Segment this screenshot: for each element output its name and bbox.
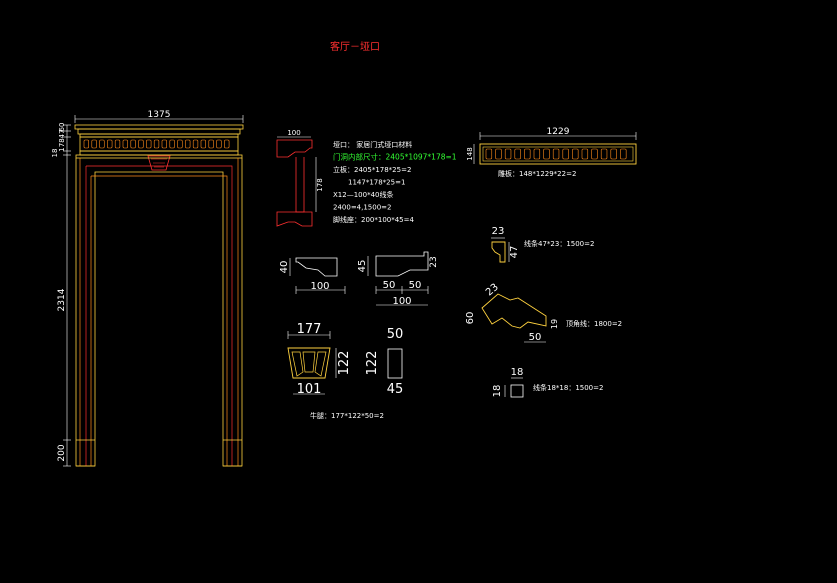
dentil bbox=[591, 148, 598, 160]
dentil bbox=[169, 139, 175, 149]
dentil bbox=[552, 148, 560, 160]
crown-d-label: 19 bbox=[550, 319, 559, 329]
dentil bbox=[581, 148, 589, 160]
door-top-60-label: 60 bbox=[58, 123, 66, 132]
bracket-top-label: 177 bbox=[297, 322, 322, 337]
profile45-d1-label: 50 bbox=[383, 280, 396, 291]
molding47-note: 线条47*23：1500=2 bbox=[524, 239, 594, 248]
door-elevation: 1375 60 47 178 18 2314 200 bbox=[51, 110, 244, 467]
crown-note: 顶角线：1800=2 bbox=[566, 319, 622, 328]
note-line: 垭口： 家居门式垭口材料 bbox=[333, 140, 412, 149]
door-top-18-label: 18 bbox=[51, 149, 59, 158]
bracket-note: 牛腿：177*122*50=2 bbox=[310, 411, 384, 420]
molding47-w-label: 23 bbox=[492, 226, 505, 237]
dentil bbox=[114, 139, 121, 149]
dentil bbox=[485, 148, 493, 160]
dentil bbox=[83, 139, 89, 149]
molding47-h-label: 47 bbox=[509, 246, 520, 259]
bracket-side-bottom-label: 45 bbox=[387, 382, 404, 397]
note-line: 门洞内部尺寸：2405*1097*178=1 bbox=[333, 152, 457, 162]
frieze-note: 雕板：148*1229*22=2 bbox=[498, 169, 576, 178]
crown-b-label: 60 bbox=[465, 312, 476, 325]
dentil bbox=[122, 139, 128, 149]
square-w-label: 18 bbox=[511, 367, 524, 378]
dentil bbox=[130, 139, 136, 149]
dentil bbox=[514, 148, 521, 160]
bracket-detail: 177 101 122 50 122 45 牛腿：177*122*50=2 bbox=[287, 322, 404, 420]
frieze-width-label: 1229 bbox=[547, 127, 570, 137]
crown-a-label: 23 bbox=[484, 282, 501, 299]
dentil bbox=[504, 148, 512, 160]
bracket-side-h-label: 122 bbox=[365, 351, 380, 376]
dentil bbox=[91, 139, 97, 149]
profile45-d2-label: 50 bbox=[409, 280, 422, 291]
dentil bbox=[200, 139, 206, 149]
profile-45x100: 45 23 50 50 100 bbox=[357, 251, 439, 307]
dentil bbox=[99, 139, 105, 149]
dentil bbox=[161, 139, 167, 149]
dentil bbox=[192, 139, 199, 149]
dentil bbox=[177, 139, 183, 149]
dentil bbox=[524, 148, 531, 160]
dentil bbox=[146, 139, 152, 149]
section-side-label: 178 bbox=[316, 178, 324, 191]
section-top-label: 100 bbox=[287, 129, 300, 137]
drawing-title: 客厅－垭口 bbox=[330, 40, 380, 53]
dentil bbox=[224, 139, 230, 149]
door-base-label: 200 bbox=[57, 444, 67, 461]
profile45-h-label: 45 bbox=[357, 260, 368, 273]
dentil bbox=[216, 139, 222, 149]
bracket-side-top-label: 50 bbox=[387, 327, 404, 342]
dentil bbox=[107, 139, 113, 149]
note-line: 脚线座：200*100*45=4 bbox=[333, 215, 414, 224]
frieze-panel: 1229 148 雕板：148*1229*22=2 bbox=[466, 127, 637, 178]
crown-c-label: 50 bbox=[529, 332, 542, 343]
dentil bbox=[572, 148, 579, 160]
note-line: 立板：2405*178*25=2 bbox=[333, 165, 411, 174]
molding-47x23: 23 47 线条47*23：1500=2 bbox=[491, 226, 594, 263]
door-top-47-label: 47 bbox=[58, 130, 66, 139]
profile40-h-label: 40 bbox=[279, 261, 290, 274]
bracket-bottom-label: 101 bbox=[297, 382, 322, 397]
bracket-height-label: 122 bbox=[337, 351, 352, 376]
dentil bbox=[543, 148, 550, 160]
profile45-w-label: 100 bbox=[392, 296, 411, 307]
dentil bbox=[562, 148, 569, 160]
dentil bbox=[495, 148, 502, 160]
dentil bbox=[533, 148, 541, 160]
frieze-height-label: 148 bbox=[466, 147, 474, 160]
dentil bbox=[185, 139, 191, 149]
profile-40x100: 40 100 bbox=[279, 257, 346, 294]
section-profile: 100 178 bbox=[276, 129, 324, 227]
note-line: X12—100*40线条 bbox=[333, 190, 393, 199]
square-molding: 18 18 线条18*18：1500=2 bbox=[492, 367, 603, 398]
dentil bbox=[153, 139, 160, 149]
door-top-178-label: 178 bbox=[58, 138, 66, 151]
crown-molding: 23 60 50 19 顶角线：1800=2 bbox=[465, 282, 622, 343]
dentil bbox=[620, 148, 627, 160]
note-line: 2400=4,1500=2 bbox=[333, 204, 392, 212]
door-width-label: 1375 bbox=[148, 110, 171, 120]
profile40-w-label: 100 bbox=[310, 281, 329, 292]
square-note: 线条18*18：1500=2 bbox=[533, 383, 603, 392]
dentil bbox=[600, 148, 608, 160]
dentil bbox=[208, 139, 214, 149]
door-height-label: 2314 bbox=[57, 288, 67, 311]
square-h-label: 18 bbox=[492, 385, 503, 398]
profile45-slope-label: 23 bbox=[429, 256, 439, 267]
note-line: 1147*178*25=1 bbox=[348, 179, 405, 187]
dentil bbox=[138, 139, 144, 149]
dentil bbox=[610, 148, 617, 160]
